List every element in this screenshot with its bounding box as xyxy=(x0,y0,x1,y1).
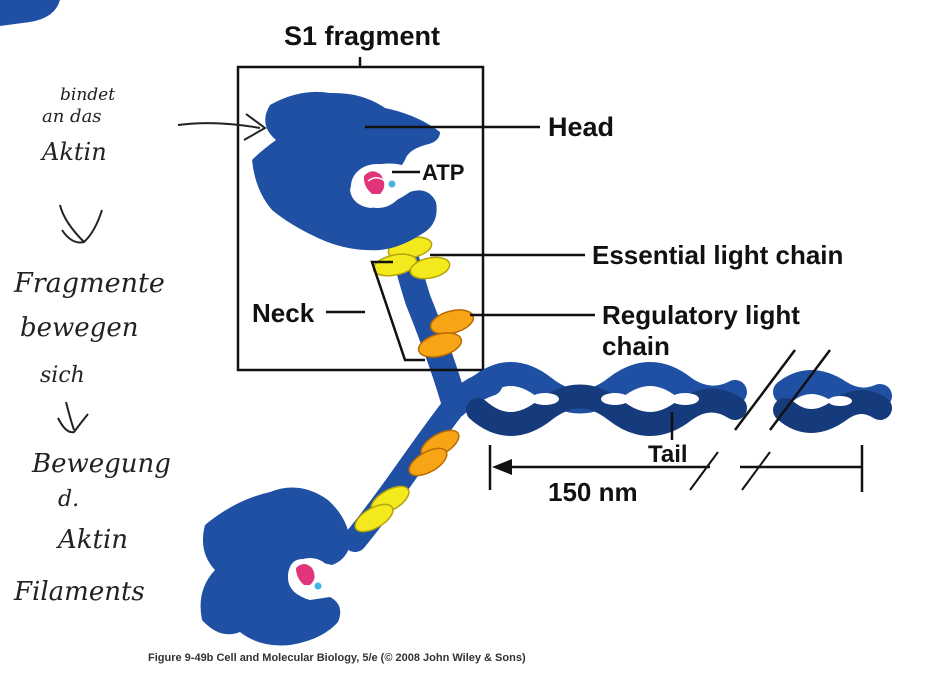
hand-line-3: Aktin xyxy=(40,138,107,166)
lower-head xyxy=(200,487,350,646)
break-mark-right xyxy=(769,349,831,431)
neck-label: Neck xyxy=(252,298,315,328)
lower-essential-light-chain xyxy=(354,485,410,533)
head-label: Head xyxy=(548,112,614,142)
atp-label: ATP xyxy=(422,160,464,185)
hand-line-2: an das xyxy=(42,106,102,127)
hand-line-1: bindet xyxy=(60,85,115,105)
lower-regulatory-light-chain xyxy=(408,429,460,477)
hand-line-10: Filaments xyxy=(13,577,145,607)
essential-light-chain-label: Essential light chain xyxy=(592,240,843,270)
handwritten-notes: bindet an das Aktin Fragmente bewegen si… xyxy=(13,85,267,607)
tail-label: Tail xyxy=(648,441,688,468)
length-label: 150 nm xyxy=(548,477,638,507)
essential-light-chain xyxy=(372,236,451,280)
hand-arrow-down-2 xyxy=(57,401,89,434)
upper-head xyxy=(252,91,440,251)
hand-line-5: bewegen xyxy=(20,313,138,343)
figure-caption: Figure 9-49b Cell and Molecular Biology,… xyxy=(148,652,526,664)
regulatory-light-chain-label: Regulatory light xyxy=(602,300,800,330)
corner-fragment xyxy=(0,0,60,26)
hand-line-8: d. xyxy=(58,487,79,512)
hand-line-6: sich xyxy=(40,363,85,388)
coiled-coil-tail xyxy=(442,362,892,436)
regulatory-light-chain xyxy=(417,309,475,358)
length-scale xyxy=(488,445,864,492)
neck-bracket xyxy=(370,260,425,362)
hand-arrow-down-1 xyxy=(59,204,103,244)
s1-fragment-label: S1 fragment xyxy=(284,21,440,51)
hand-line-7: Bewegung xyxy=(31,449,171,479)
hand-line-4: Fragmente xyxy=(13,268,165,299)
break-mark-left xyxy=(734,349,796,431)
regulatory-light-chain-label-line2: chain xyxy=(602,331,670,361)
hand-line-9: Aktin xyxy=(56,525,128,555)
hand-arrow-right xyxy=(177,113,267,141)
